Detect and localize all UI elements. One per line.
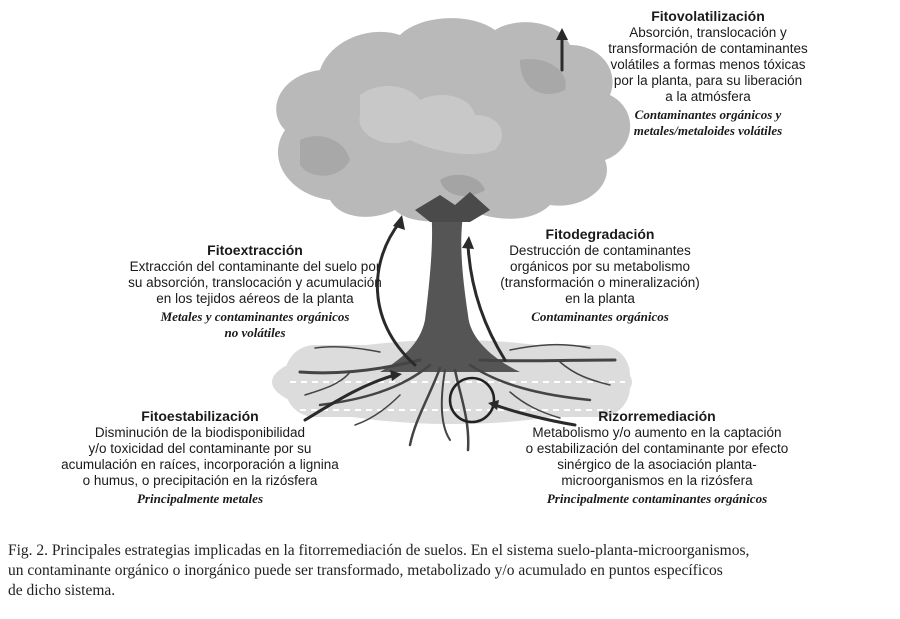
fitoestabilizacion-desc-line: o humus, o precipitación en la rizósfera [82, 473, 318, 488]
fitoestabilizacion-title: Fitoestabilización [141, 408, 259, 424]
tree-trunk [380, 205, 520, 372]
fitovolatilizacion-desc-line: a la atmósfera [665, 89, 751, 104]
fitovolatilizacion-desc-line: Absorción, translocación y [629, 25, 787, 40]
fitoextraccion-desc-line: Extracción del contaminante del suelo po… [129, 259, 381, 274]
fitoestabilizacion-desc-line: y/o toxicidad del contaminante por su [88, 441, 312, 456]
tree-roots [298, 343, 617, 452]
rizorremediacion-title: Rizorremediación [598, 408, 716, 424]
caption-line: un contaminante orgánico o inorgánico pu… [8, 562, 723, 579]
fitodegradacion-title: Fitodegradación [545, 226, 655, 242]
fitodegradacion-desc-line: en la planta [565, 291, 635, 306]
fitoestabilizacion-label: Fitoestabilización Disminución de la bio… [50, 408, 350, 507]
fitovolatilizacion-note-line: Contaminantes orgánicos y [634, 107, 782, 122]
rizorremediacion-label: Rizorremediación Metabolismo y/o aumento… [502, 408, 812, 507]
process-arrows [303, 36, 577, 427]
fitovolatilizacion-title: Fitovolatilización [651, 8, 765, 24]
fitodegradacion-note-line: Contaminantes orgánicos [531, 309, 669, 324]
trunk-branches [415, 192, 490, 222]
fitoextraccion-label: Fitoextracción Extracción del contaminan… [95, 242, 415, 341]
tree-canopy [276, 18, 631, 222]
figure-caption: Fig. 2. Principales estrategias implicad… [8, 541, 893, 601]
rizorremediacion-desc-line: Metabolismo y/o aumento en la captación [532, 425, 782, 440]
fitovolatilizacion-note-line: metales/metaloides volátiles [633, 123, 783, 138]
fitodegradacion-desc-line: (transformación o mineralización) [500, 275, 700, 290]
fitoestabilizacion-desc-line: acumulación en raíces, incorporación a l… [61, 457, 339, 472]
caption-line: de dicho sistema. [8, 582, 116, 599]
fitoextraccion-note-line: no volátiles [224, 325, 286, 340]
rizorremediacion-desc-line: sinérgico de la asociación planta- [557, 457, 757, 472]
fitodegradacion-arrow [466, 243, 507, 362]
fitovolatilizacion-desc-line: volátiles a formas menos tóxicas [610, 57, 806, 72]
tree-illustration [272, 18, 632, 452]
fitovolatilizacion-desc-line: transformación de contaminantes [608, 41, 808, 56]
fitodegradacion-desc-line: Destrucción de contaminantes [509, 243, 691, 258]
arrow-heads [390, 28, 568, 410]
fitovolatilizacion-desc-line: por la planta, para su liberación [613, 73, 803, 88]
fitoestabilizacion-desc-line: Disminución de la biodisponibilidad [94, 425, 306, 440]
rizorremediacion-note-line: Principalmente contaminantes orgánicos [546, 491, 768, 506]
fitodegradacion-desc-line: orgánicos por su metabolismo [509, 259, 691, 274]
fitoextraccion-title: Fitoextracción [207, 242, 303, 258]
rizorremediacion-desc-line: o estabilización del contaminante por ef… [525, 441, 789, 456]
fitoextraccion-note-line: Metales y contaminantes orgánicos [160, 309, 350, 324]
fitoestabilizacion-arrow [303, 373, 397, 422]
fitoestabilizacion-note-line: Principalmente metales [136, 491, 263, 506]
fitodegradacion-label: Fitodegradación Destrucción de contamina… [470, 226, 730, 325]
caption-line: Fig. 2. Principales estrategias implicad… [8, 542, 750, 559]
rizorremediacion-desc-line: microorganismos en la rizósfera [561, 473, 753, 488]
fitoextraccion-arrow [376, 220, 417, 367]
rhizosphere-circle [448, 376, 496, 424]
fitoextraccion-desc-line: su absorción, translocación y acumulació… [128, 275, 382, 290]
fitovolatilizacion-label: Fitovolatilización Absorción, translocac… [583, 8, 833, 139]
rizorremediacion-arrow [493, 403, 577, 427]
fitoextraccion-desc-line: en los tejidos aéreos de la planta [156, 291, 354, 306]
